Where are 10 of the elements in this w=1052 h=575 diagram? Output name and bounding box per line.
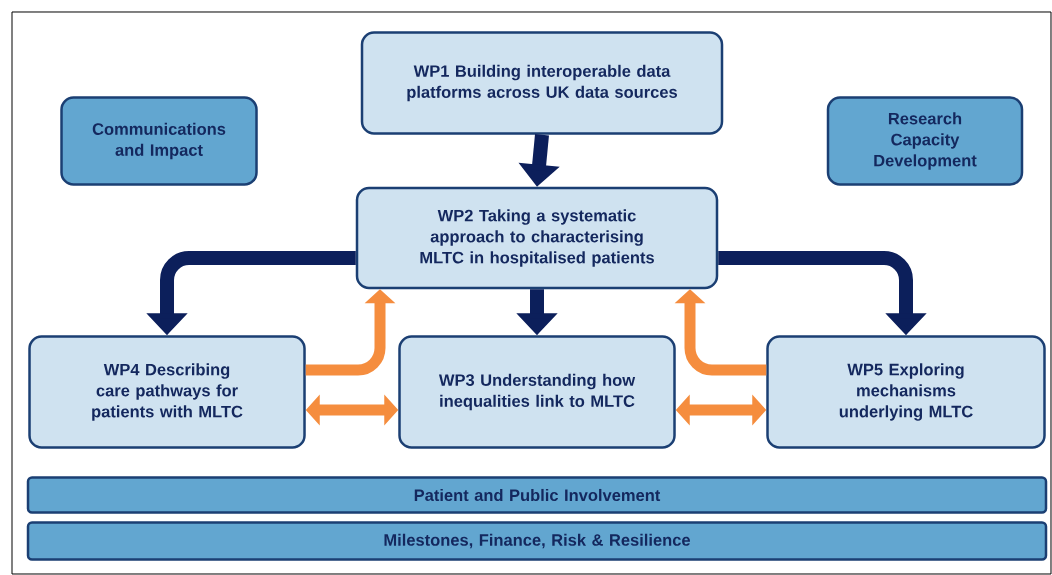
work-box: Research Capacity Development	[826, 96, 1024, 186]
work-box: Communications and Impact	[60, 96, 258, 186]
work-package-box: WP5 Exploring mechanisms underlying MLTC	[766, 335, 1046, 449]
work-package-box: WP3 Understanding how inequalities link to MLTC	[398, 335, 676, 449]
arrow	[674, 289, 767, 376]
work-package-box: WP4 Describing care pathways for patients with MLTC	[28, 335, 306, 449]
band-bar: Milestones, Finance, Risk & Resilience	[26, 521, 1048, 561]
band-bar: Patient and Public Involvement	[26, 476, 1048, 514]
work-package-box: WP1 Building interoperable data platforms across UK data sources	[360, 31, 724, 135]
work-package-box: WP2 Taking a systematic approach to characterising MLTC in hospitalised patients	[355, 186, 719, 290]
